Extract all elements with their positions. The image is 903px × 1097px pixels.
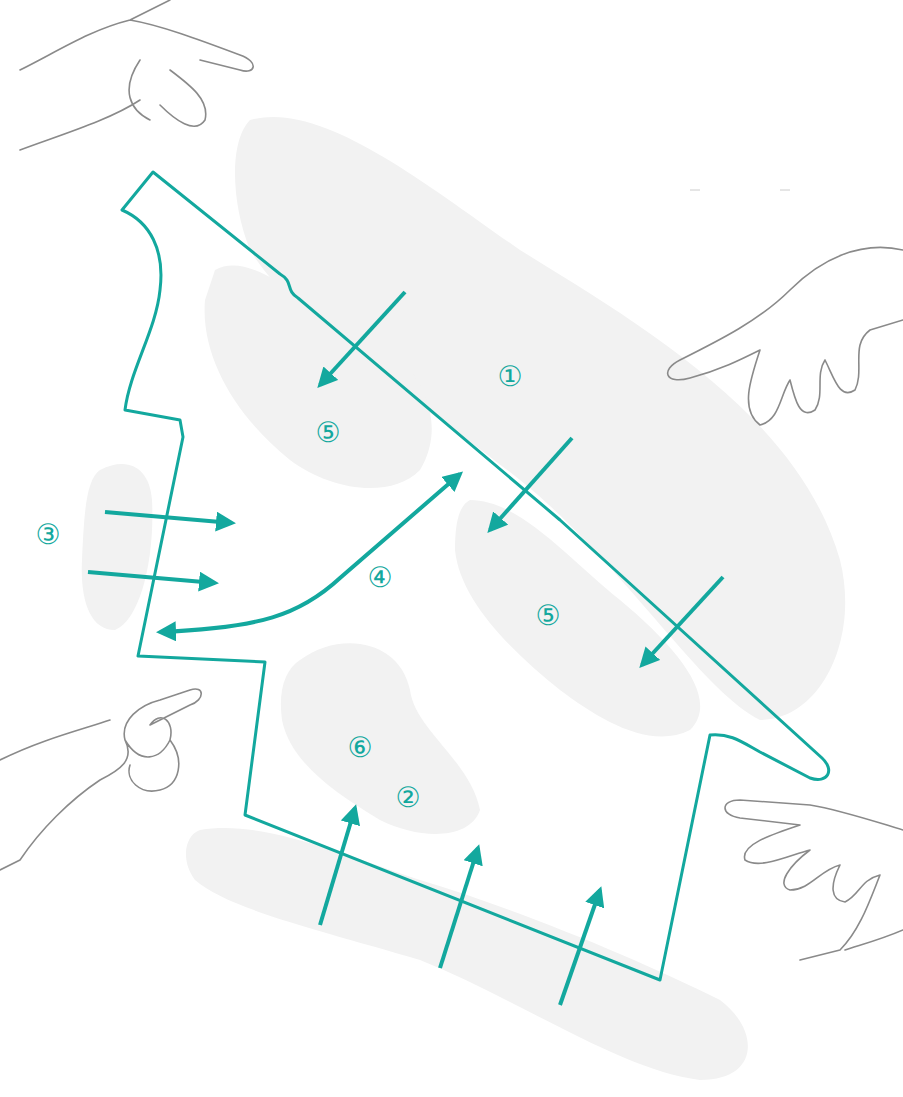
zone-blobs bbox=[82, 117, 845, 1080]
callout-number: ⑤ bbox=[315, 419, 340, 447]
callout-number: ① bbox=[497, 363, 522, 391]
callout-number: ② bbox=[395, 784, 420, 812]
force-arrows bbox=[88, 292, 723, 1005]
callout-number: ③ bbox=[35, 521, 60, 549]
callout-number: ⑥ bbox=[347, 734, 372, 762]
hands bbox=[0, 0, 903, 960]
double-arrow bbox=[160, 474, 460, 632]
callout-number: ④ bbox=[367, 564, 392, 592]
house-head-outline bbox=[122, 172, 829, 980]
callout-number: ⑤ bbox=[535, 602, 560, 630]
faint-marks bbox=[690, 190, 790, 191]
